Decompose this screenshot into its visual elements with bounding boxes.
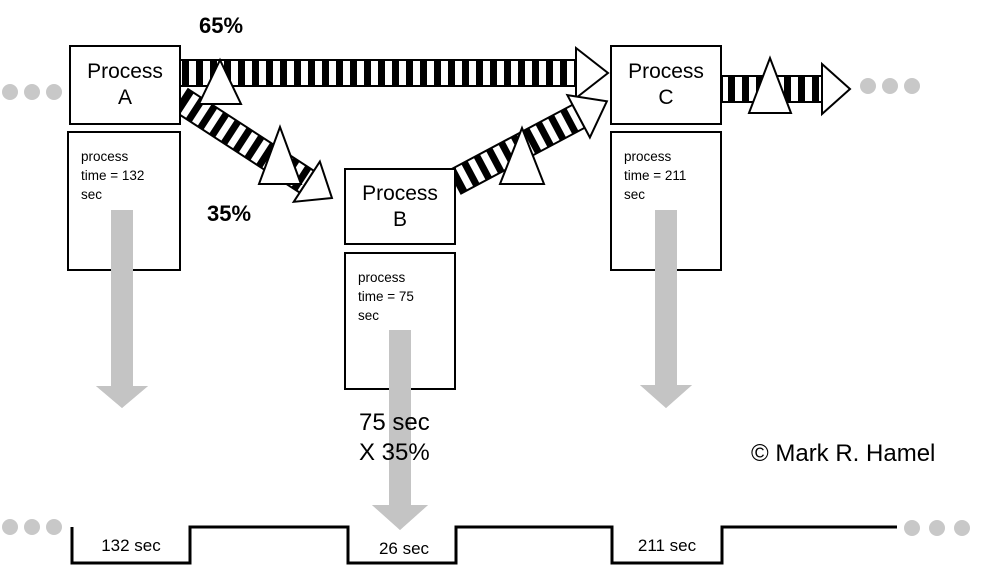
copyright-text: © Mark R. Hamel <box>751 440 936 467</box>
split-bottom-percent: 35% <box>207 201 252 226</box>
timeline-seg-b: 26 sec <box>378 539 430 558</box>
process-b-letter: B <box>392 207 407 231</box>
inventory-triangle-c-out <box>747 55 793 114</box>
timeline-seg-c: 211 sec <box>637 536 697 555</box>
process-a-letter: A <box>117 86 132 109</box>
process-box-b: Process B <box>344 168 456 245</box>
info-a-line3: sec <box>81 187 103 202</box>
calculation-line2: X 35% <box>359 439 430 466</box>
process-box-c: Process C <box>610 45 722 125</box>
info-box-a: process time = 132 sec <box>67 131 181 271</box>
inventory-triangle-a-c <box>197 57 243 105</box>
timeline-seg-a: 132 sec <box>101 536 161 555</box>
info-c-line2: time = 211 <box>624 168 687 183</box>
info-b-line1: process <box>358 270 406 285</box>
info-box-c: process time = 211 sec <box>610 131 722 271</box>
info-a-line2: time = 132 <box>81 168 145 183</box>
calculation-text: 75 sec X 35% <box>359 408 430 468</box>
push-arrow-a-to-b <box>172 87 334 204</box>
calculation-line1: 75 sec <box>359 409 430 436</box>
continuation-dots-right-top <box>860 78 920 94</box>
process-a-title: Process <box>87 60 163 83</box>
process-b-title: Process <box>362 181 438 205</box>
info-box-b: process time = 75 sec <box>344 252 456 390</box>
info-c-line1: process <box>624 149 672 164</box>
continuation-dots-left-top <box>2 84 62 100</box>
continuation-dots-left-bottom <box>2 519 62 535</box>
inventory-triangle-b-c <box>498 125 546 185</box>
push-arrow-a-to-c <box>179 45 610 101</box>
continuation-dots-right-bottom <box>904 520 970 536</box>
timeline-line <box>70 525 897 565</box>
split-top-percent: 65% <box>199 13 244 38</box>
info-b-line2: time = 75 <box>358 289 414 304</box>
process-c-title: Process <box>628 60 704 83</box>
info-c-line3: sec <box>624 187 646 202</box>
process-box-a: Process A <box>69 45 181 125</box>
info-a-line1: process <box>81 149 129 164</box>
inventory-triangle-a-b <box>257 124 303 185</box>
info-b-line3: sec <box>358 308 380 323</box>
process-c-letter: C <box>658 86 674 109</box>
